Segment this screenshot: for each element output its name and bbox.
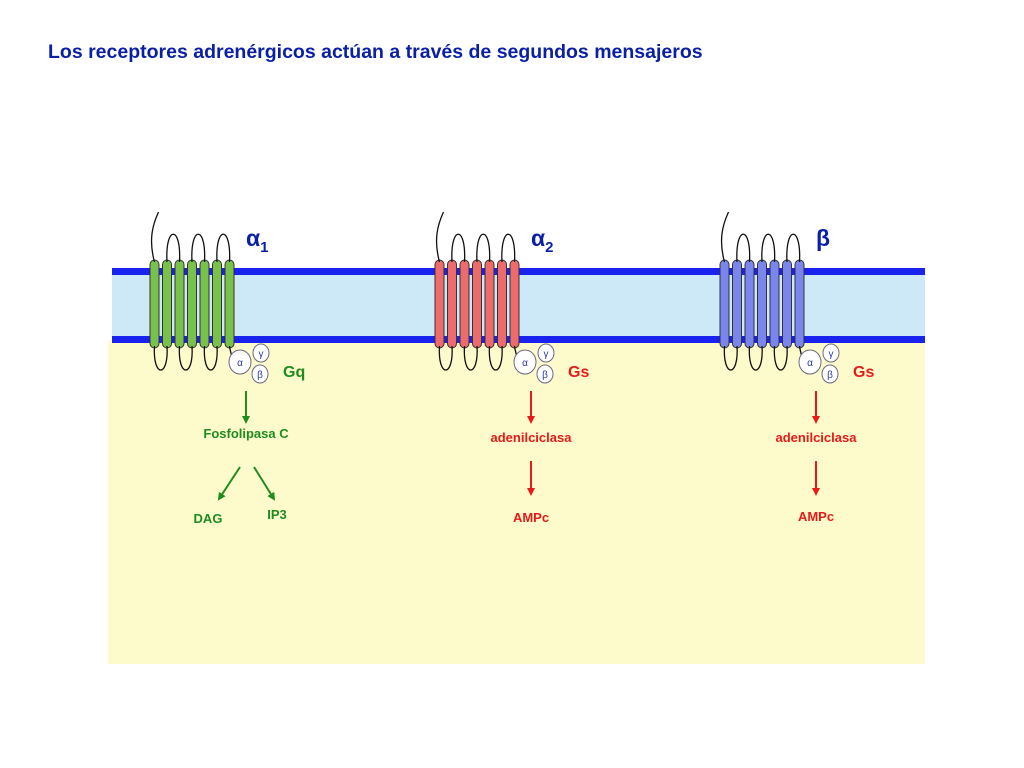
g-gamma-subunit bbox=[822, 343, 840, 363]
transmembrane-helix bbox=[224, 259, 235, 349]
second-messenger-label: IP3 bbox=[267, 507, 287, 522]
extracellular-loop bbox=[761, 233, 776, 263]
g-alpha-subunit bbox=[798, 349, 822, 375]
g-alpha-subunit bbox=[513, 349, 537, 375]
extracellular-loop bbox=[191, 233, 206, 263]
slide-title: Los receptores adrenérgicos actúan a tra… bbox=[48, 41, 703, 63]
n-terminus-chain bbox=[150, 211, 160, 263]
extracellular-loop bbox=[476, 233, 491, 263]
transmembrane-helix bbox=[744, 259, 755, 349]
receptor-name: α1 bbox=[246, 225, 268, 256]
transmembrane-helix bbox=[187, 259, 197, 349]
g-alpha-label: α bbox=[522, 358, 528, 369]
transmembrane-helix bbox=[719, 259, 730, 349]
transmembrane-helix bbox=[459, 259, 470, 349]
second-messenger-label: AMPc bbox=[798, 509, 834, 524]
intracellular-loop bbox=[153, 345, 168, 371]
transmembrane-helix bbox=[757, 259, 767, 349]
g-alpha-label: α bbox=[807, 358, 813, 369]
extracellular-loop bbox=[736, 233, 751, 263]
intracellular-loop bbox=[773, 345, 788, 371]
effector-enzyme-label: adenilciclasa bbox=[776, 430, 858, 445]
intracellular-loop bbox=[463, 345, 478, 371]
transmembrane-helix bbox=[174, 259, 185, 349]
transmembrane-helix bbox=[769, 259, 780, 349]
g-beta-subunit bbox=[536, 364, 554, 384]
g-beta-label: β bbox=[542, 370, 548, 381]
g-gamma-label: γ bbox=[544, 349, 549, 360]
transmembrane-helix bbox=[497, 259, 507, 349]
transmembrane-helix bbox=[509, 259, 520, 349]
extracellular-loop bbox=[166, 233, 181, 263]
n-terminus-chain bbox=[435, 211, 445, 263]
transmembrane-helix bbox=[484, 259, 495, 349]
second-messenger-label: AMPc bbox=[513, 510, 549, 525]
transmembrane-helix bbox=[794, 259, 805, 349]
product-arrow bbox=[253, 466, 276, 501]
intracellular-loop bbox=[723, 345, 738, 371]
transmembrane-helix bbox=[782, 259, 792, 349]
intracellular-loop bbox=[438, 345, 453, 371]
g-beta-subunit bbox=[251, 364, 269, 384]
transmembrane-helix bbox=[447, 259, 457, 349]
effector-enzyme-label: Fosfolipasa C bbox=[203, 426, 289, 441]
receptor-name: α2 bbox=[531, 225, 553, 256]
g-alpha-subunit bbox=[228, 349, 252, 375]
intracellular-loop bbox=[178, 345, 193, 371]
intracellular-loop bbox=[748, 345, 763, 371]
intracellular-loop bbox=[203, 345, 218, 371]
cytoplasm-area bbox=[108, 340, 925, 664]
g-gamma-subunit bbox=[537, 343, 555, 363]
g-beta-label: β bbox=[257, 370, 263, 381]
second-messenger-label: DAG bbox=[194, 511, 223, 526]
g-gamma-subunit bbox=[252, 343, 270, 363]
transmembrane-helix bbox=[199, 259, 210, 349]
g-beta-subunit bbox=[821, 364, 839, 384]
extracellular-loop bbox=[451, 233, 466, 263]
transmembrane-helix bbox=[212, 259, 222, 349]
g-beta-label: β bbox=[827, 370, 833, 381]
transmembrane-helix bbox=[732, 259, 742, 349]
g-gamma-label: γ bbox=[829, 349, 834, 360]
n-terminus-chain bbox=[720, 211, 730, 263]
extracellular-loop bbox=[786, 233, 801, 263]
effector-enzyme-label: adenilciclasa bbox=[491, 430, 573, 445]
g-alpha-label: α bbox=[237, 358, 243, 369]
intracellular-loop bbox=[488, 345, 503, 371]
transmembrane-helix bbox=[149, 259, 160, 349]
transmembrane-helix bbox=[434, 259, 445, 349]
extracellular-loop bbox=[216, 233, 231, 263]
product-arrow bbox=[217, 466, 241, 501]
g-protein-label: Gs bbox=[568, 364, 589, 381]
receptor-name: β bbox=[816, 225, 830, 251]
g-gamma-label: γ bbox=[259, 349, 264, 360]
g-protein-label: Gs bbox=[853, 364, 874, 381]
extracellular-loop bbox=[501, 233, 516, 263]
g-protein-label: Gq bbox=[283, 364, 305, 381]
transmembrane-helix bbox=[162, 259, 172, 349]
transmembrane-helix bbox=[472, 259, 482, 349]
